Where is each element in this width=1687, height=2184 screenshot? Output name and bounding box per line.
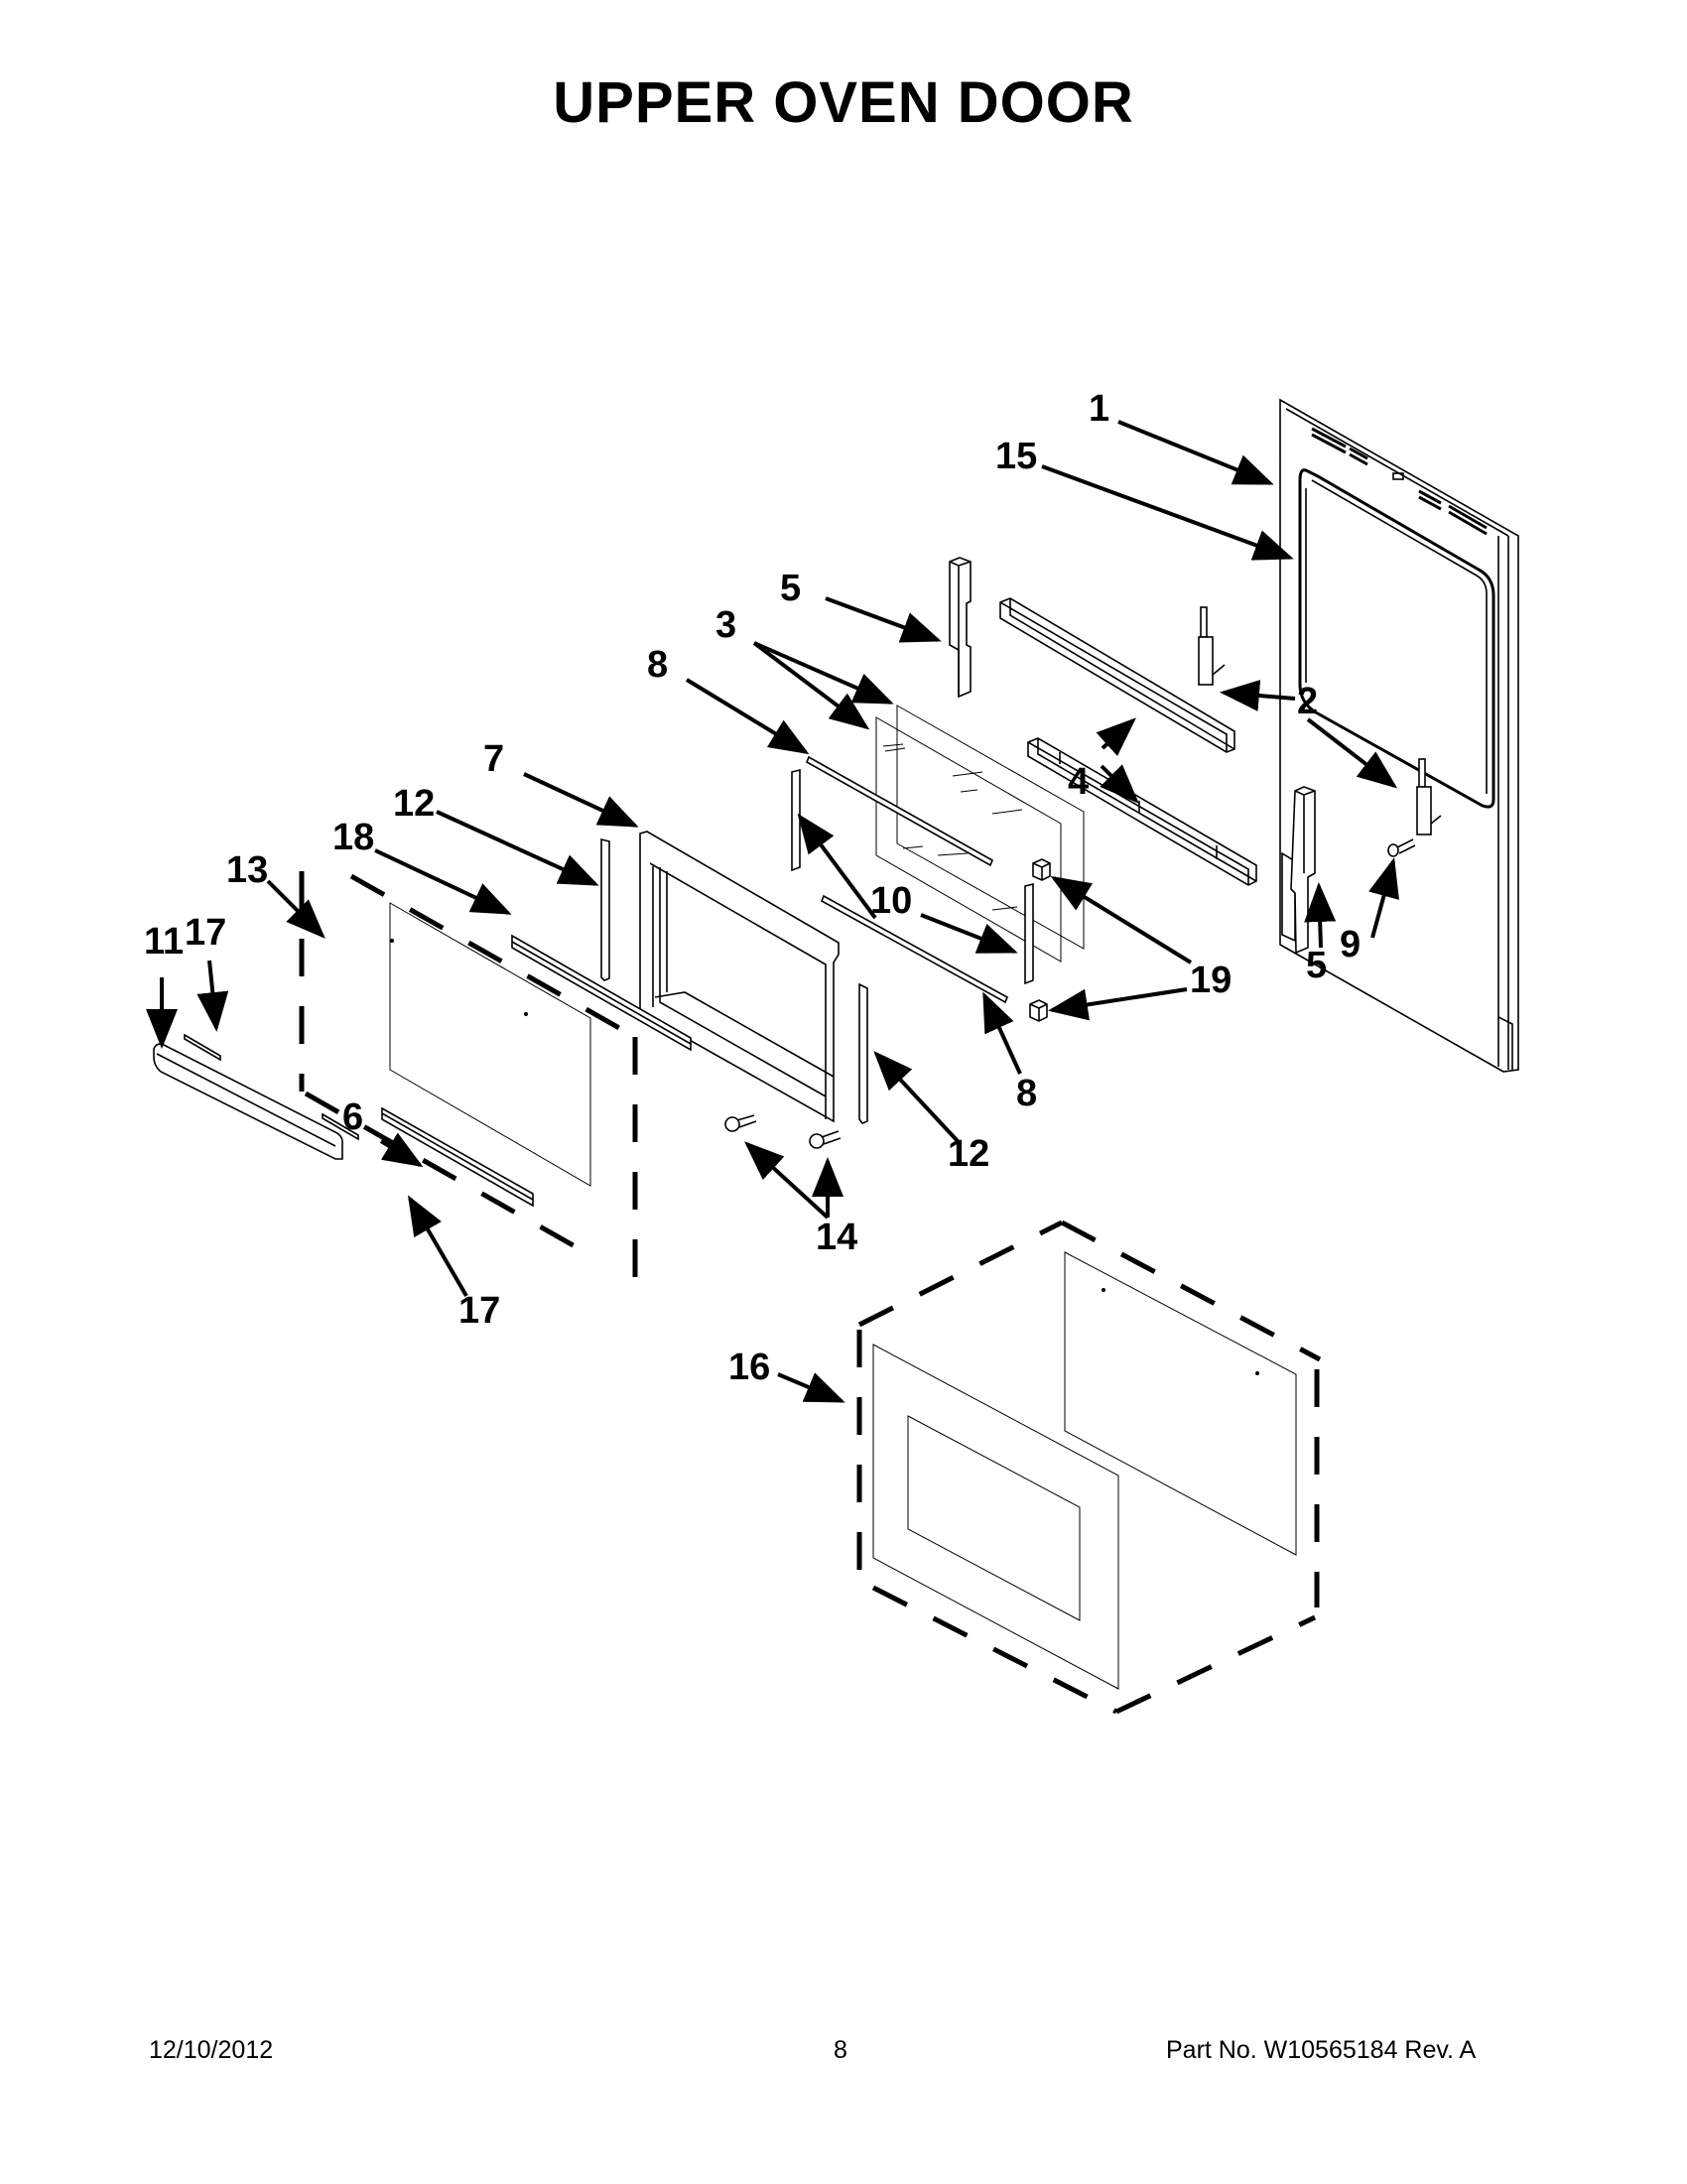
page-title: UPPER OVEN DOOR (553, 70, 1134, 135)
callout-13: 13 (226, 849, 268, 891)
callout-17: 17 (185, 912, 226, 954)
insulation-bars-part (999, 597, 1257, 886)
screw-right-part (809, 1130, 842, 1149)
callout-1: 1 (1089, 388, 1109, 430)
callout-12b: 12 (948, 1133, 989, 1175)
side-support-upper-part (949, 557, 972, 699)
callout-4: 4 (1068, 761, 1089, 803)
callout-15: 15 (995, 436, 1037, 477)
callout-14: 14 (816, 1217, 857, 1258)
callout-10: 10 (870, 880, 912, 922)
callout-2: 2 (1297, 681, 1318, 722)
hinge-pin-part (1387, 838, 1416, 857)
leader-arrows (146, 420, 1399, 1403)
callout-7: 7 (483, 738, 504, 780)
callout-16: 16 (728, 1347, 770, 1388)
vertical-seal-left-part (791, 768, 801, 872)
outer-door-panel-part (1279, 398, 1519, 1073)
callout-3: 3 (715, 604, 736, 646)
callout-5: 5 (780, 568, 801, 609)
spacer-block-lower-part (1029, 999, 1048, 1022)
callout-12: 12 (393, 783, 435, 825)
handle-spacer-upper-part (184, 1033, 221, 1062)
callout-6: 6 (342, 1096, 363, 1138)
seal-strip-lower-part (820, 894, 1009, 1004)
screw-left-part (724, 1114, 757, 1132)
door-handle-part (153, 1043, 343, 1160)
handle-spacer-lower-part (322, 1112, 359, 1141)
footer-date: 12/10/2012 (149, 2036, 274, 2064)
bottom-channel-part (381, 1106, 534, 1208)
hinge-lower-part (1416, 758, 1442, 835)
hinge-upper-part (1198, 606, 1226, 686)
spacer-block-upper-part (1032, 858, 1051, 881)
top-channel-part (511, 934, 692, 1052)
callout-labels: 1 15 5 3 8 7 12 18 13 11 17 10 19 4 2 5 … (144, 388, 1361, 1388)
callout-8b: 8 (1016, 1073, 1037, 1114)
outer-glass-assembly-group (856, 1220, 1322, 1715)
footer-page-number: 8 (834, 2036, 847, 2064)
callout-19: 19 (1190, 960, 1232, 1001)
side-bracket-right-part (858, 982, 868, 1124)
callout-8: 8 (647, 644, 668, 686)
callout-5b: 5 (1306, 945, 1327, 986)
footer-part-number: Part No. W10565184 Rev. A (1166, 2036, 1477, 2064)
vertical-seal-right-part (1024, 882, 1034, 985)
callout-17b: 17 (458, 1290, 500, 1332)
side-bracket-left-part (600, 837, 610, 981)
callout-9: 9 (1340, 924, 1361, 965)
door-front-assembly-group (299, 871, 638, 1300)
inner-door-frame-part (639, 831, 840, 1123)
callout-11: 11 (144, 921, 184, 963)
callout-18: 18 (332, 817, 374, 858)
glass-panels-part (875, 705, 1085, 963)
seal-strip-upper-part (805, 755, 994, 867)
